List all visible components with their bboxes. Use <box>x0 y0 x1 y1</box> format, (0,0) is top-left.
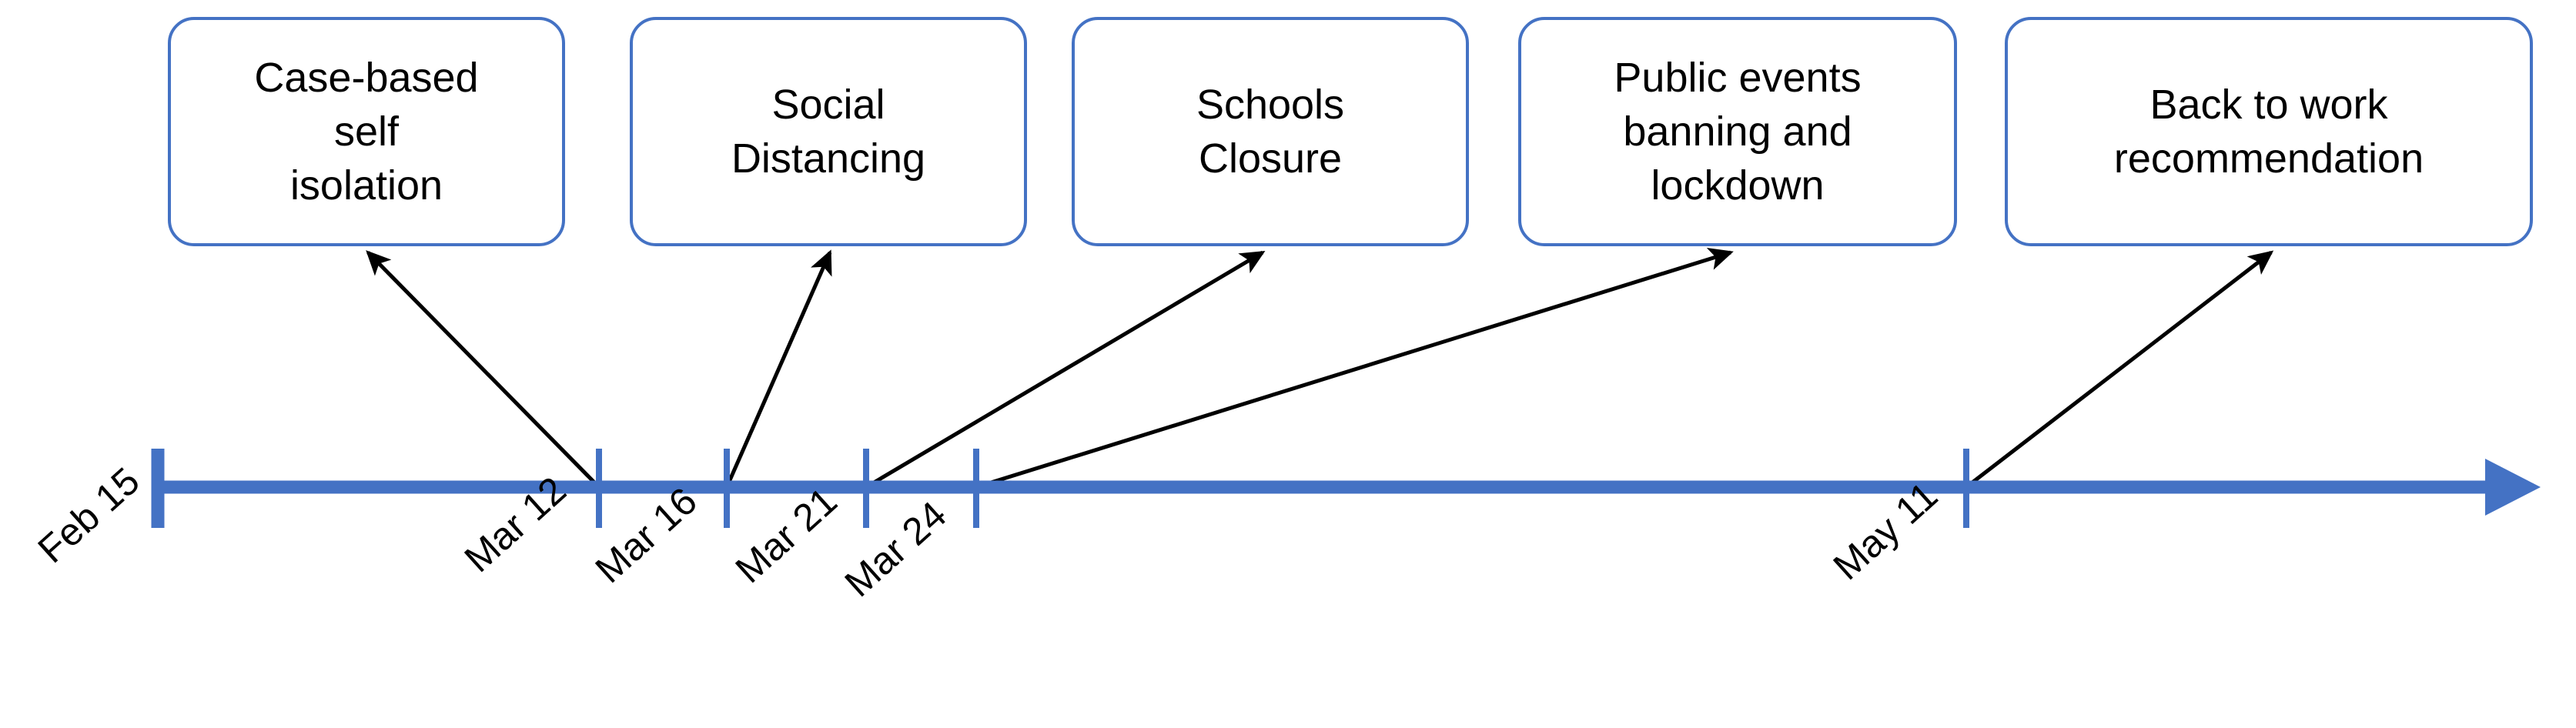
date-label-feb-15: Feb 15 <box>29 459 148 572</box>
timeline-arrow-head-icon <box>2485 459 2541 516</box>
date-label-mar-21: Mar 21 <box>727 479 845 592</box>
date-label-may-11: May 11 <box>1825 473 1946 589</box>
event-box-label: Case-based self isolation <box>254 54 479 209</box>
event-box-public-events-banning-and-lockdown[interactable]: Public events banning and lockdown <box>1518 17 1957 246</box>
date-label-mar-24: Mar 24 <box>836 493 955 606</box>
date-label-mar-12: Mar 12 <box>456 468 574 581</box>
event-box-social-distancing[interactable]: Social Distancing <box>630 17 1027 246</box>
timeline-ticks <box>151 449 1969 528</box>
connector-may11-to-back-to-work-recommendation <box>1965 250 2274 489</box>
connector-mar24-to-public-events-banning-and-lockdown <box>975 247 1734 489</box>
event-box-label: Social Distancing <box>731 81 926 182</box>
connector-mar12-to-case-based-self-isolation <box>366 250 601 489</box>
date-label-mar-16: Mar 16 <box>587 479 705 592</box>
event-box-label: Public events banning and lockdown <box>1614 54 1862 209</box>
event-box-schools-closure[interactable]: Schools Closure <box>1072 17 1469 246</box>
event-box-label: Schools Closure <box>1196 81 1345 182</box>
event-box-label: Back to work recommendation <box>2113 81 2424 182</box>
connector-mar21-to-schools-closure <box>865 250 1266 489</box>
event-box-back-to-work-recommendation[interactable]: Back to work recommendation <box>2005 17 2533 246</box>
connector-mar16-to-social-distancing <box>724 249 832 489</box>
connector-arrows <box>366 247 2274 489</box>
event-box-case-based-self-isolation[interactable]: Case-based self isolation <box>168 17 565 246</box>
